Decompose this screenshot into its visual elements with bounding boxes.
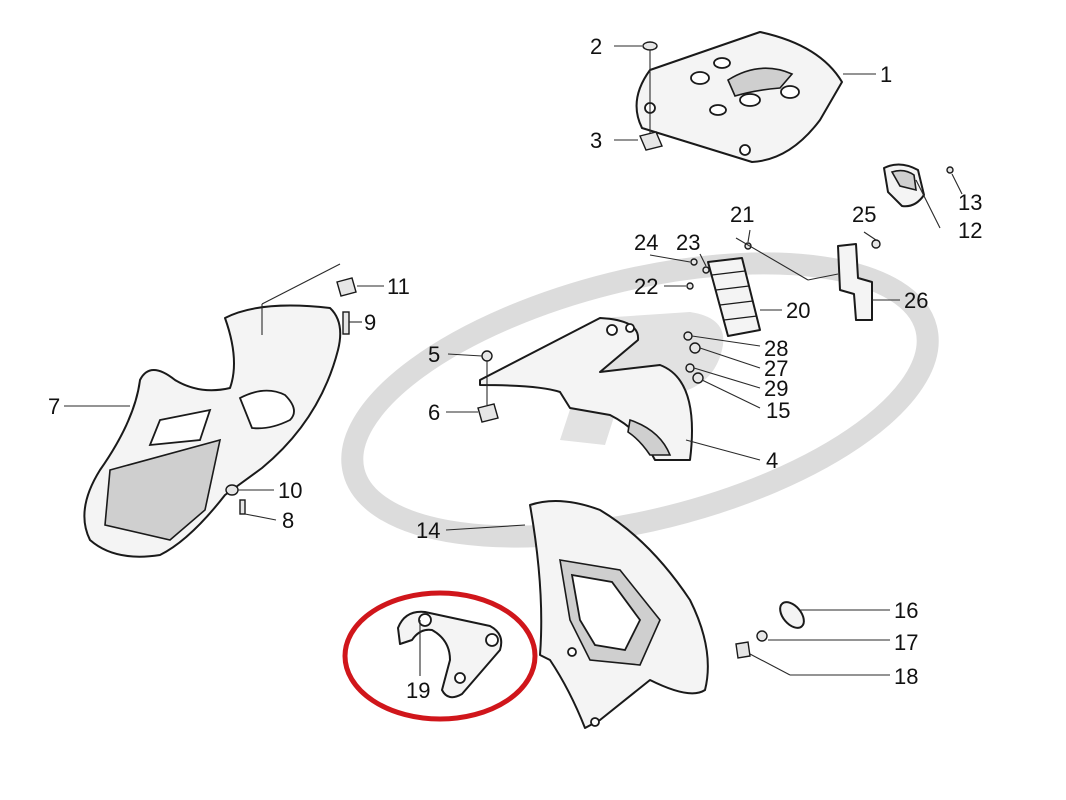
callout-10: 10 <box>278 478 302 503</box>
part-17-washer <box>756 630 768 642</box>
part-9-screw <box>342 311 350 335</box>
callout-25: 25 <box>852 202 876 227</box>
callout-16: 16 <box>894 598 918 623</box>
callout-13: 13 <box>958 190 982 215</box>
callout-7: 7 <box>48 394 60 419</box>
part-7-rear-mudguard <box>83 304 342 558</box>
callout-9: 9 <box>364 310 376 335</box>
part-28-washer <box>683 331 693 341</box>
callout-29: 29 <box>764 376 788 401</box>
part-2-screw <box>642 41 658 140</box>
part-19-bracket <box>397 610 503 699</box>
highlight-ring <box>342 590 538 722</box>
part-23-washer <box>702 266 710 274</box>
callout-6: 6 <box>428 400 440 425</box>
callout-21: 21 <box>730 202 754 227</box>
part-15-nut <box>692 372 704 384</box>
part-27-nut <box>689 342 701 354</box>
callout-26: 26 <box>904 288 928 313</box>
part-10-washer <box>225 484 239 496</box>
part-16-reflector <box>779 601 805 629</box>
part-12-license-light <box>883 163 925 208</box>
callout-15: 15 <box>766 398 790 423</box>
callout-4: 4 <box>766 448 778 473</box>
part-29-washer <box>685 363 695 373</box>
callout-2: 2 <box>590 34 602 59</box>
callout-3: 3 <box>590 128 602 153</box>
callout-27: 27 <box>764 356 788 381</box>
part-25-screw <box>871 239 881 249</box>
part-20-reflector <box>707 257 761 337</box>
leader-lines <box>64 45 963 676</box>
part-4-license-plate-holder <box>479 317 693 461</box>
callout-24: 24 <box>634 230 658 255</box>
part-8-screw <box>239 499 246 515</box>
callout-12: 12 <box>958 218 982 243</box>
part-22-nut <box>686 282 694 290</box>
part-14-front-mudguard <box>529 500 709 729</box>
callout-23: 23 <box>676 230 700 255</box>
callout-labels: 1 2 3 4 5 6 7 8 9 10 11 12 13 14 15 16 1… <box>48 34 982 703</box>
part-1-rear-cover <box>635 31 843 163</box>
callout-17: 17 <box>894 630 918 655</box>
callout-11: 11 <box>387 274 410 299</box>
callout-20: 20 <box>786 298 810 323</box>
callout-14: 14 <box>416 518 440 543</box>
part-6-clip-nut <box>477 403 499 423</box>
callout-18: 18 <box>894 664 918 689</box>
part-3-clip-nut <box>639 131 663 151</box>
part-13-screw <box>946 166 954 174</box>
callout-19: 19 <box>406 678 430 703</box>
callout-28: 28 <box>764 336 788 361</box>
part-11-clip <box>336 277 357 297</box>
part-26-bracket <box>837 243 873 321</box>
part-24-screw <box>690 258 698 266</box>
callout-1: 1 <box>880 62 892 87</box>
callout-22: 22 <box>634 274 658 299</box>
callout-5: 5 <box>428 342 440 367</box>
part-18-nut <box>735 641 751 659</box>
callout-8: 8 <box>282 508 294 533</box>
